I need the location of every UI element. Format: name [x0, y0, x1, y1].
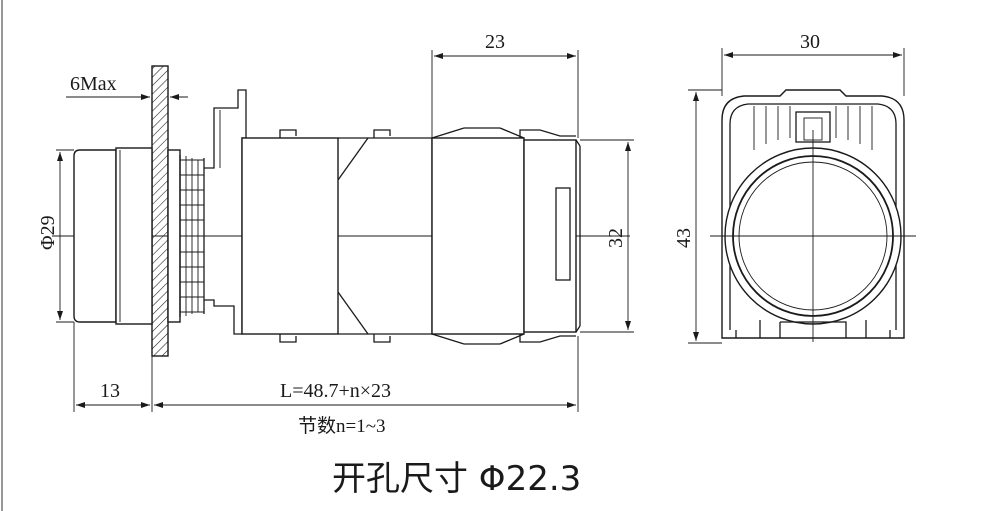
dim-body-height-text: 32 [605, 228, 627, 248]
contact-block-1 [241, 137, 339, 335]
mounting-bracket [204, 89, 247, 335]
terminal-clips-bottom [279, 334, 576, 343]
caption-cutout-size: 开孔尺寸 Φ22.3 [332, 459, 581, 499]
button-cap [73, 149, 117, 323]
dim-front-height: 43 [673, 89, 722, 344]
dim-panel-thickness: 6Max [66, 73, 188, 100]
front-view: 30 43 [673, 31, 916, 344]
contact-block-3 [431, 137, 525, 335]
dim-front-width-text: 30 [800, 31, 820, 53]
dim-section-text: 23 [485, 31, 505, 53]
dim-section-length: 23 [431, 31, 579, 138]
end-plate-window [555, 187, 571, 281]
dim-panel-text: 6Max [70, 73, 117, 95]
mounting-nut [167, 149, 181, 323]
dim-sections-text: 节数n=1~3 [298, 415, 386, 437]
dim-lengths: 13 L=48.7+n×23 节数n=1~3 [73, 322, 579, 437]
button-bezel [115, 147, 153, 325]
nut-thread [179, 155, 205, 317]
dim-body-height: 32 [580, 139, 634, 333]
end-plate [523, 139, 577, 333]
dim-diameter-text: Φ29 [37, 215, 59, 250]
side-view: 6Max Φ29 23 32 [37, 31, 634, 437]
terminal-clips-top [279, 129, 576, 138]
dim-diameter: Φ29 [37, 149, 74, 323]
mounting-panel [151, 65, 169, 357]
dim-front-width: 30 [721, 31, 905, 96]
dim-total-length-text: L=48.7+n×23 [280, 380, 391, 402]
dim-front-length-text: 13 [100, 380, 120, 402]
dim-front-height-text: 43 [673, 228, 695, 248]
